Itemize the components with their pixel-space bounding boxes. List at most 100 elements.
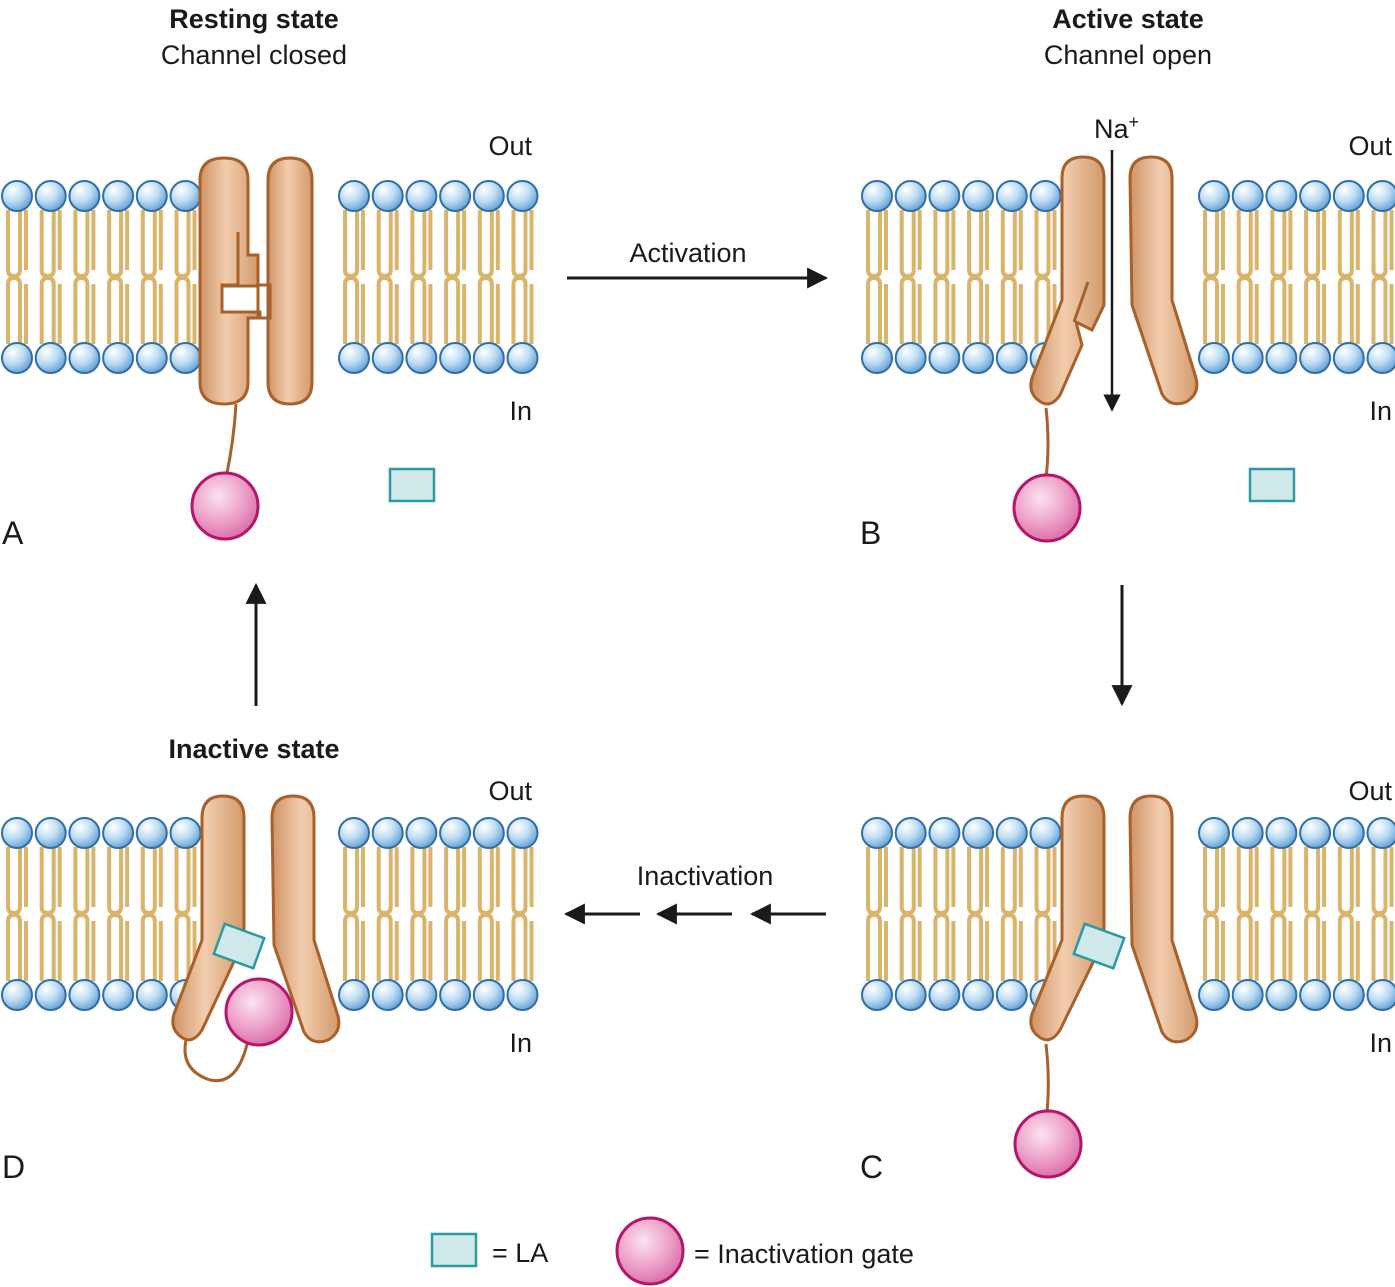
lipid-head xyxy=(102,342,135,374)
lipid-head xyxy=(338,180,370,212)
lipid-tail xyxy=(376,210,393,279)
lipid-tail xyxy=(107,912,124,981)
lipid-head xyxy=(1198,180,1230,212)
lipid-tail xyxy=(1304,847,1321,916)
lipid-head xyxy=(102,180,135,212)
lipid-head xyxy=(861,342,893,374)
notch-edge xyxy=(1072,281,1090,323)
active-state-subtitle: Channel open xyxy=(1044,40,1212,70)
lipid-tail xyxy=(444,210,461,279)
lipid-tail xyxy=(511,210,528,279)
lipid-tail xyxy=(1203,912,1219,981)
lipid-tail xyxy=(511,912,528,981)
lipid-tail xyxy=(1371,275,1388,344)
lipid-head xyxy=(1366,342,1395,374)
lipid-head xyxy=(1231,180,1264,212)
bound-local-anesthetic xyxy=(212,922,266,970)
lipid-tail xyxy=(140,847,157,916)
lipid-tail xyxy=(174,275,191,344)
lipid-tail xyxy=(933,847,950,916)
lipid-head xyxy=(439,342,472,374)
lipid-head xyxy=(1265,342,1298,374)
lipid-tail xyxy=(899,912,916,981)
lipid-head xyxy=(472,180,505,212)
local-anesthetic-box xyxy=(1248,467,1296,503)
lipid-tail xyxy=(477,210,494,279)
lipid-head xyxy=(34,817,67,849)
lipid-tail xyxy=(511,275,528,344)
lipid-tail xyxy=(343,210,359,279)
lipid-head xyxy=(506,817,539,849)
lipid-head xyxy=(169,342,202,374)
lipid-head xyxy=(338,817,370,849)
lipid-head xyxy=(405,817,438,849)
lipid-tail xyxy=(6,275,22,344)
channel-panel-b xyxy=(1012,150,1296,543)
lipid-tail xyxy=(1034,210,1051,279)
lipid-tail xyxy=(967,847,984,916)
inactivation-gate xyxy=(1012,473,1082,543)
lipid-tail xyxy=(511,847,528,916)
lipid-tail xyxy=(444,847,461,916)
lipid-tail xyxy=(1236,847,1253,916)
lipid-tail xyxy=(899,847,916,916)
lipid-tail xyxy=(933,275,950,344)
membrane-panel-c xyxy=(861,817,1395,1011)
lipid-head xyxy=(962,817,995,849)
sodium-ion-label: Na+ xyxy=(1094,112,1139,144)
channel-right-subunit xyxy=(1128,794,1199,1044)
lipid-head xyxy=(894,817,927,849)
lipid-head xyxy=(1198,817,1230,849)
membrane-panel-b xyxy=(861,180,1395,374)
lipid-head xyxy=(894,342,927,374)
channel-left-subunit xyxy=(1029,794,1106,1042)
channel-right-subunit xyxy=(266,156,314,406)
lipid-tail xyxy=(107,210,124,279)
channel-right-subunit xyxy=(270,794,341,1044)
lipid-head xyxy=(1231,817,1264,849)
lipid-tail xyxy=(6,912,22,981)
lipid-head xyxy=(962,342,995,374)
legend-la-label: = LA xyxy=(492,1238,548,1268)
lipid-head xyxy=(1198,979,1230,1011)
membrane-panel-a xyxy=(1,180,539,374)
lipid-tail xyxy=(174,847,191,916)
lipid-head xyxy=(861,979,893,1011)
lipid-head xyxy=(68,180,101,212)
lipid-tail xyxy=(1034,275,1051,344)
lipid-head xyxy=(135,979,168,1011)
lipid-head xyxy=(405,342,438,374)
lipid-tail xyxy=(39,210,56,279)
lipid-tail xyxy=(6,210,22,279)
lipid-head xyxy=(1299,180,1332,212)
lipid-head xyxy=(995,817,1028,849)
lipid-tail xyxy=(39,847,56,916)
legend-gate-swatch xyxy=(615,1216,685,1286)
lipid-head xyxy=(506,342,539,374)
lipid-tail xyxy=(1000,275,1017,344)
lipid-tail xyxy=(1371,912,1388,981)
lipid-head xyxy=(371,180,404,212)
lipid-head xyxy=(68,817,101,849)
channel-left-subunit xyxy=(198,156,260,406)
lipid-head xyxy=(962,979,995,1011)
lipid-head xyxy=(472,979,505,1011)
lipid-head xyxy=(1332,342,1365,374)
lipid-head xyxy=(1366,979,1395,1011)
lipid-tail xyxy=(39,912,56,981)
lipid-head xyxy=(135,342,168,374)
lipid-tail xyxy=(899,210,916,279)
lipid-head xyxy=(1299,817,1332,849)
lipid-head xyxy=(1198,342,1230,374)
gate-tether xyxy=(183,1039,250,1083)
lipid-head xyxy=(1231,342,1264,374)
lipid-head xyxy=(472,817,505,849)
out-label-b: Out xyxy=(1348,131,1392,161)
lipid-head xyxy=(68,979,101,1011)
inactivation-gate xyxy=(224,977,294,1047)
lipid-head xyxy=(1332,180,1365,212)
lipid-tail xyxy=(376,847,393,916)
lipid-head xyxy=(102,817,135,849)
lipid-tail xyxy=(1371,847,1388,916)
lipid-head xyxy=(405,979,438,1011)
